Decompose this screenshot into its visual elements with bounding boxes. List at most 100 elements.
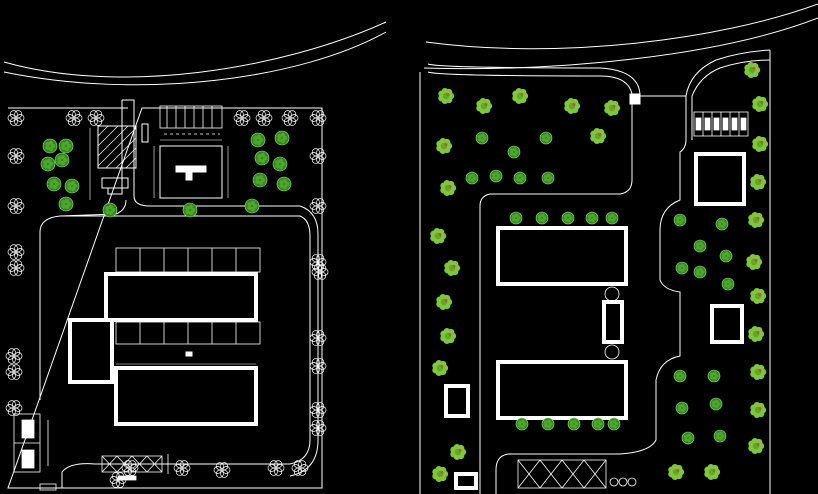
round-element: [604, 286, 620, 302]
tree-icon: [432, 359, 449, 377]
tree-icon: [561, 211, 575, 225]
tree-icon: [507, 145, 521, 159]
tree-icon: [444, 259, 461, 277]
tree-icon: [709, 397, 723, 411]
shrub-icon: [5, 400, 23, 416]
tree-icon: [438, 87, 455, 105]
plaza-element: [175, 165, 207, 173]
road-curve-outer: [425, 3, 818, 50]
inner-road: [495, 96, 687, 494]
tree-icon: [436, 137, 453, 155]
shrub-icon: [213, 462, 231, 478]
tree-icon: [673, 213, 687, 227]
shrub-icon: [267, 460, 285, 476]
road-curve-inner: [423, 17, 818, 70]
tree-icon: [272, 156, 288, 172]
shrub-icon: [233, 110, 251, 126]
tree-icon: [719, 249, 733, 263]
shrub-icon: [7, 198, 25, 214]
shrub-icon: [7, 110, 25, 126]
tree-icon: [704, 463, 721, 481]
shrub-icon: [7, 260, 25, 276]
shrub-icon: [309, 198, 327, 214]
tree-icon: [509, 211, 523, 225]
tree-icon: [54, 152, 70, 168]
tree-icon: [450, 443, 467, 461]
tree-icon: [604, 99, 621, 117]
shrub-icon: [309, 402, 327, 418]
tree-icon: [750, 401, 767, 419]
tree-icon: [513, 171, 527, 185]
tree-icon: [607, 417, 621, 431]
parking-top: [159, 105, 223, 135]
road-curve-inner: [3, 31, 387, 86]
tree-icon: [752, 135, 769, 153]
building-lower: [114, 366, 258, 426]
connector-block: [602, 300, 624, 344]
shrub-icon: [309, 148, 327, 164]
plaza-square: [159, 145, 223, 199]
small-building: [454, 472, 478, 490]
shrub-icon: [109, 472, 127, 488]
tree-icon: [750, 173, 767, 191]
tree-icon: [605, 211, 619, 225]
marker: [185, 351, 193, 357]
tree-icon: [440, 327, 457, 345]
access-road-edge: [427, 49, 771, 100]
tree-icon: [673, 369, 687, 383]
tree-icon: [744, 61, 761, 79]
small-block: [107, 187, 123, 195]
tree-icon: [432, 465, 449, 483]
tree-icon: [707, 369, 721, 383]
tree-icon: [440, 179, 457, 197]
tree-icon: [693, 239, 707, 253]
building-square-top: [694, 152, 746, 206]
tree-icon: [541, 171, 555, 185]
tree-icon: [693, 265, 707, 279]
classroom-bays-middle: [115, 321, 261, 345]
site-boundary: [7, 107, 323, 489]
tree-icon: [58, 196, 74, 212]
tree-icon: [58, 138, 74, 154]
tree-icon: [276, 176, 292, 192]
tree-icon: [476, 97, 493, 115]
tree-icon: [748, 437, 765, 455]
tree-icon: [182, 202, 198, 218]
shrub-icon: [291, 460, 309, 476]
tree-icon: [715, 217, 729, 231]
tree-icon: [590, 127, 607, 145]
shrub-icon: [309, 110, 327, 126]
hatched-block: [89, 125, 137, 200]
tree-icon: [750, 287, 767, 305]
site-boundary: [419, 50, 771, 494]
right-site-plan: [419, 3, 818, 494]
tree-icon: [746, 253, 763, 271]
tree-icon: [465, 171, 479, 185]
tree-icon: [541, 417, 555, 431]
shrub-icon: [281, 110, 299, 126]
tree-icon: [42, 138, 58, 154]
shrub-icon: [309, 330, 327, 346]
courtyard-boundary: [39, 199, 311, 488]
round-element: [604, 344, 620, 360]
tree-icon: [430, 227, 447, 245]
parking-right: [693, 111, 749, 137]
tree-icon: [752, 95, 769, 113]
tree-icon: [567, 417, 581, 431]
right-plan-trees: [430, 61, 769, 483]
tree-icon: [591, 417, 605, 431]
tree-icon: [713, 429, 727, 443]
tree-icon: [750, 363, 767, 381]
tree-icon: [64, 178, 80, 194]
tree-icon: [46, 176, 62, 192]
tree-icon: [748, 211, 765, 229]
shrub-icon: [65, 110, 83, 126]
tree-icon: [539, 131, 553, 145]
shrub-icon: [255, 110, 273, 126]
small-box: [141, 123, 149, 143]
access-road: [427, 71, 633, 494]
shrub-icon: [309, 358, 327, 374]
small-building: [444, 384, 470, 418]
gate-post: [629, 93, 641, 105]
shrub-icon: [309, 420, 327, 436]
